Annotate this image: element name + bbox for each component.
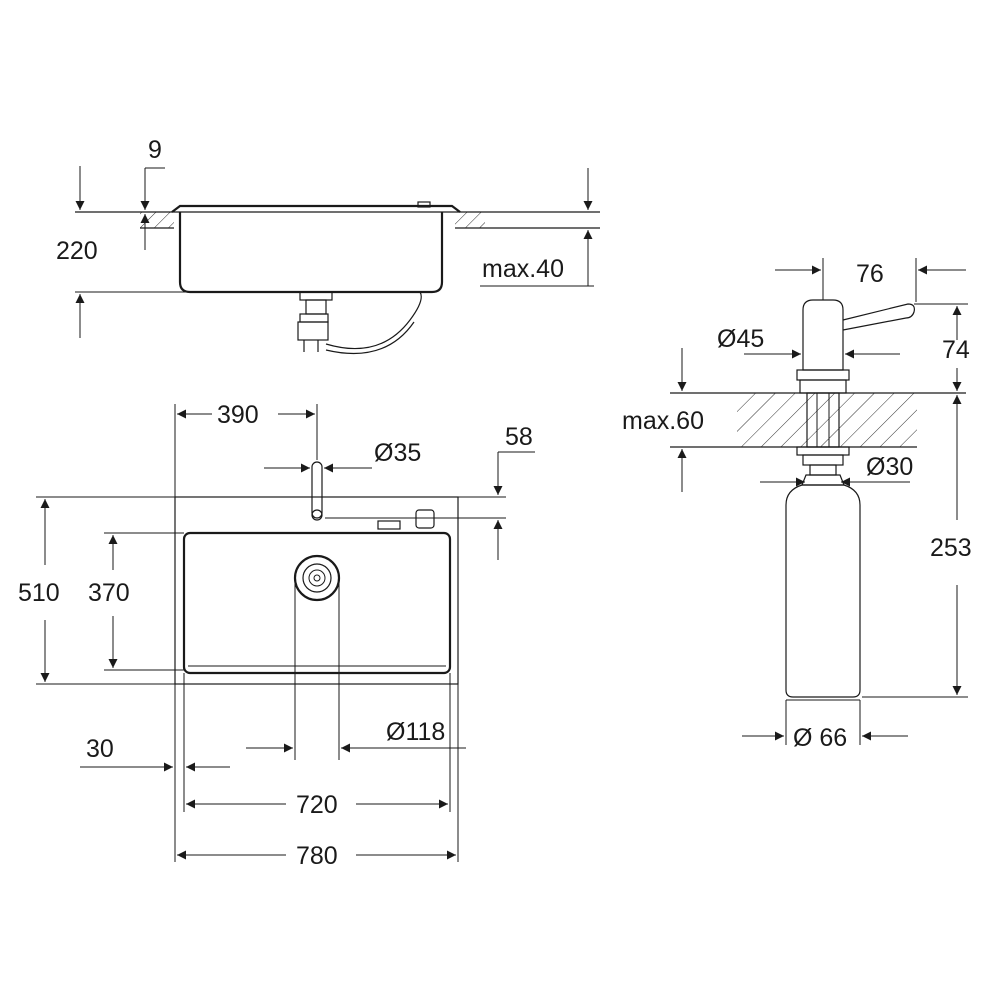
overflow-cap: [415, 509, 435, 529]
dim-bottle-label: Ø 66: [793, 724, 847, 752]
dim-worktop-max-label: max.60: [622, 407, 704, 435]
dim-tap-offset-label: 390: [217, 401, 259, 429]
dim-head-height-label: 74: [942, 336, 970, 364]
dim-spout-label: 76: [856, 260, 884, 288]
tap-hole: [311, 461, 323, 519]
dim-tap-edge-label: 58: [505, 423, 533, 451]
sink-bowl: [178, 212, 444, 294]
dispenser-view: 76 Ø45 74 max.60 Ø30 253 Ø 66: [622, 258, 972, 752]
dim-bowl-width-label: 720: [296, 791, 338, 819]
dim-length-label: 253: [930, 534, 972, 562]
waste-fitting: [297, 321, 329, 341]
dim-overall-depth-label: 510: [18, 579, 60, 607]
bowl-outline: [182, 531, 452, 675]
dim-drain-label: Ø118: [386, 718, 445, 746]
dispenser-head: [802, 299, 844, 371]
popup-control: [377, 520, 401, 530]
dim-thickness-label: 9: [148, 136, 162, 164]
overflow-hose: [325, 291, 422, 350]
side-view: 9 220 max.40: [56, 136, 600, 355]
dispenser-spout: [842, 303, 915, 331]
sink-outline: [174, 496, 459, 685]
dim-tap-hole-label: Ø35: [374, 439, 421, 467]
drain: [293, 554, 341, 602]
dim-depth-label: 220: [56, 237, 98, 265]
tap-hole-cap: [417, 201, 431, 208]
sink-rim: [171, 204, 461, 213]
dim-overall-width-label: 780: [296, 842, 338, 870]
dim-max-worktop-label: max.40: [482, 255, 564, 283]
top-view: 390 Ø35 58 510 370 Ø118 3: [18, 401, 535, 870]
worktop-section: [737, 393, 917, 447]
soap-bottle: [785, 484, 861, 698]
fixing-nut: [796, 446, 850, 456]
dim-bowl-depth-label: 370: [88, 579, 130, 607]
worktop-hatch-right: [455, 212, 485, 228]
dim-head-label: Ø45: [717, 325, 764, 353]
waste-outlet: [299, 291, 333, 301]
dim-hole-label: Ø30: [866, 453, 913, 481]
dispenser-collar: [796, 369, 850, 381]
dim-rim-label: 30: [86, 735, 114, 763]
